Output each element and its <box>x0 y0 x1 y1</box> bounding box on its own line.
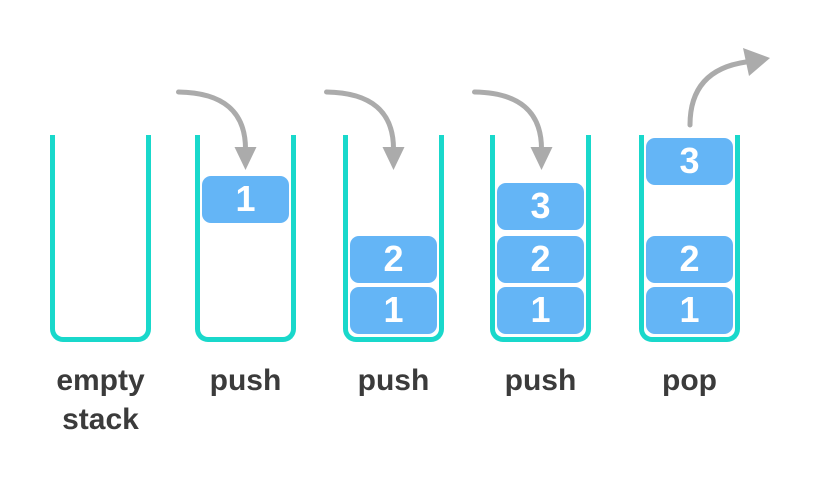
stage-label: push <box>209 364 282 397</box>
stack-block: 2 <box>350 236 437 283</box>
stage-push-1: 1 push <box>195 135 296 397</box>
stack-block: 1 <box>202 176 289 223</box>
stack-block: 3 <box>497 183 584 230</box>
stack-container <box>195 135 296 342</box>
stack-block: 2 <box>497 236 584 283</box>
stage-label: push <box>357 364 430 397</box>
stack-block: 1 <box>497 287 584 334</box>
stack-block: 2 <box>646 236 733 283</box>
stage-label: empty stack <box>56 364 145 436</box>
stack-container <box>50 135 151 342</box>
stage-label: push <box>504 364 577 397</box>
stack-block: 1 <box>350 287 437 334</box>
stack-block: 3 <box>646 138 733 185</box>
stage-label: pop <box>662 364 717 397</box>
stack-container <box>343 135 444 342</box>
pop-arrow-icon <box>687 48 770 128</box>
stack-block: 1 <box>646 287 733 334</box>
stage-empty-stack: empty stack <box>50 135 151 436</box>
stack-container <box>639 135 740 342</box>
stack-container <box>490 135 591 342</box>
